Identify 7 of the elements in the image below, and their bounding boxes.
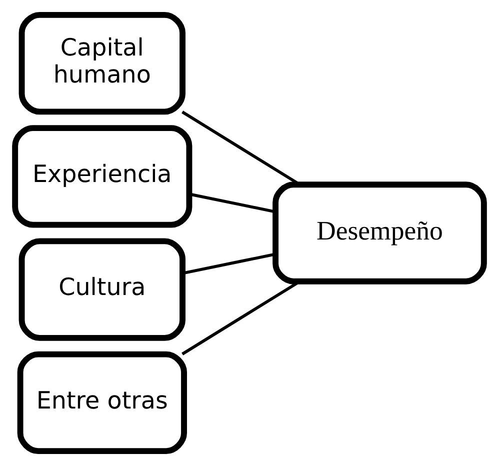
node-box: Capital humano <box>18 11 186 114</box>
connector <box>182 252 276 274</box>
node-box: Experiencia <box>12 124 192 228</box>
node-box: Cultura <box>18 238 186 340</box>
connector <box>189 192 276 213</box>
node-box: Desempeño <box>272 181 487 284</box>
node-box: Entre otras <box>17 350 187 454</box>
